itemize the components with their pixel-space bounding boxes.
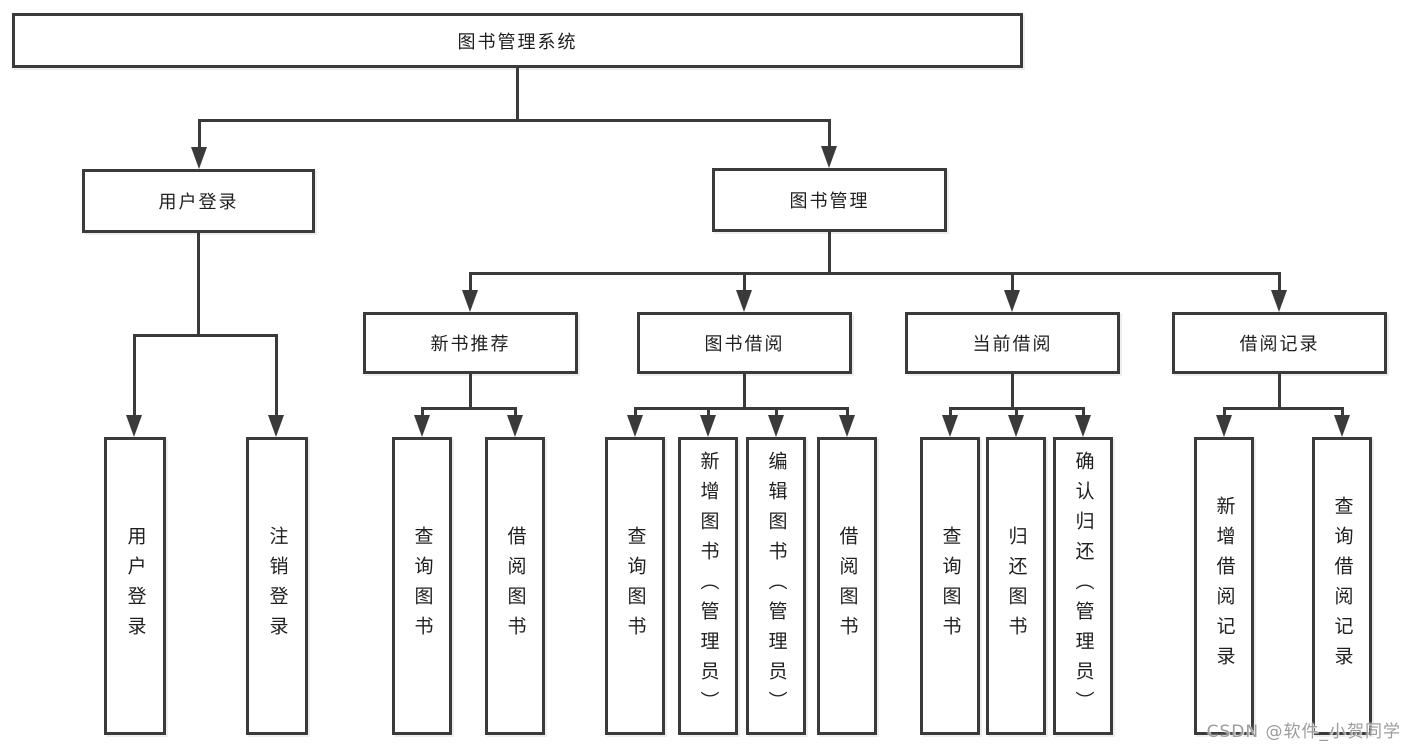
connector-vline [827,120,831,147]
node-leaf-query-books-recommend-label: 查询图书 [411,526,434,646]
connector-hline [420,406,517,410]
arrowhead-down-icon [942,415,958,437]
arrowhead-down-icon [507,415,523,437]
connector-vline [515,68,519,121]
connector-vline [1222,408,1226,416]
node-leaf-logout-label: 注销登录 [266,526,289,646]
node-leaf-query-books-recommend: 查询图书 [392,437,452,735]
connector-hline [468,271,1281,275]
node-leaf-query-books-current: 查询图书 [920,437,980,735]
node-leaf-borrow-books: 借阅图书 [817,437,877,735]
connector-vline [274,335,278,416]
node-book-borrow-label: 图书借阅 [704,334,785,355]
connector-vline [948,408,952,416]
node-leaf-query-borrow-record: 查询借阅记录 [1312,437,1372,735]
node-new-book-recommend-label: 新书推荐 [430,334,511,355]
arrowhead-down-icon [768,415,784,437]
connector-vline [468,374,472,409]
connector-vline [420,408,424,416]
connector-vline [845,408,849,416]
node-leaf-return-book: 归还图书 [986,437,1046,735]
connector-vline [1277,374,1281,409]
connector-vline [706,408,710,416]
connector-vline [742,273,746,291]
node-leaf-borrow-books-label: 借阅图书 [836,526,859,646]
arrowhead-down-icon [462,290,478,312]
node-leaf-query-borrow-record-label: 查询借阅记录 [1331,496,1354,676]
node-leaf-add-book-admin-label: 新增图书（管理员） [697,451,720,721]
connector-vline [1010,273,1014,291]
arrowhead-down-icon [1008,415,1024,437]
arrowhead-down-icon [700,415,716,437]
node-borrow-records-label: 借阅记录 [1239,334,1320,355]
node-book-management: 图书管理 [712,168,947,232]
node-leaf-user-login: 用户登录 [104,437,166,735]
node-user-login: 用户登录 [82,169,315,233]
arrowhead-down-icon [736,290,752,312]
connector-vline [1010,374,1014,409]
node-leaf-edit-book-admin-label: 编辑图书（管理员） [765,451,788,721]
connector-vline [513,408,517,416]
arrowhead-down-icon [839,415,855,437]
connector-vline [196,233,200,336]
node-new-book-recommend: 新书推荐 [363,312,578,374]
arrowhead-down-icon [126,415,142,437]
node-leaf-user-login-label: 用户登录 [124,526,147,646]
arrowhead-down-icon [191,147,207,169]
connector-vline [774,408,778,416]
arrowhead-down-icon [1075,415,1091,437]
arrowhead-down-icon [1004,290,1020,312]
arrowhead-down-icon [414,415,430,437]
node-book-borrow: 图书借阅 [637,312,852,374]
node-leaf-query-books-borrow-label: 查询图书 [624,526,647,646]
node-leaf-query-books-current-label: 查询图书 [939,526,962,646]
arrowhead-down-icon [821,146,837,168]
node-leaf-borrow-books-recommend: 借阅图书 [485,437,545,735]
connector-vline [1081,408,1085,416]
watermark-text: CSDN @软件_小贺同学 [1206,722,1401,742]
connector-vline [1340,408,1344,416]
connector-vline [827,232,831,274]
arrowhead-down-icon [1271,290,1287,312]
node-leaf-edit-book-admin: 编辑图书（管理员） [746,437,806,735]
connector-vline [633,408,637,416]
node-leaf-logout: 注销登录 [246,437,308,735]
connector-vline [742,374,746,409]
connector-vline [197,120,201,149]
connector-hline [633,406,849,410]
arrowhead-down-icon [627,415,643,437]
node-leaf-confirm-return-admin: 确认归还（管理员） [1053,437,1113,735]
arrowhead-down-icon [1334,415,1350,437]
connector-hline [1222,406,1344,410]
node-current-borrow-label: 当前借阅 [972,334,1053,355]
node-leaf-add-borrow-record: 新增借阅记录 [1194,437,1254,735]
node-root: 图书管理系统 [12,13,1023,68]
node-leaf-add-book-admin: 新增图书（管理员） [678,437,738,735]
node-leaf-query-books-borrow: 查询图书 [605,437,665,735]
arrowhead-down-icon [268,415,284,437]
connector-hline [197,118,831,122]
connector-vline [132,335,136,416]
node-user-login-label: 用户登录 [158,192,239,213]
connector-vline [1014,408,1018,416]
connector-vline [468,273,472,291]
connector-hline [948,406,1085,410]
node-leaf-return-book-label: 归还图书 [1005,526,1028,646]
node-borrow-records: 借阅记录 [1172,312,1387,374]
node-leaf-add-borrow-record-label: 新增借阅记录 [1213,496,1236,676]
node-leaf-borrow-books-recommend-label: 借阅图书 [504,526,527,646]
connector-vline [1277,273,1281,291]
node-book-management-label: 图书管理 [789,191,870,212]
arrowhead-down-icon [1216,415,1232,437]
node-root-label: 图书管理系统 [457,31,578,53]
node-current-borrow: 当前借阅 [905,312,1120,374]
node-leaf-confirm-return-admin-label: 确认归还（管理员） [1072,451,1095,721]
connector-hline [132,333,278,337]
